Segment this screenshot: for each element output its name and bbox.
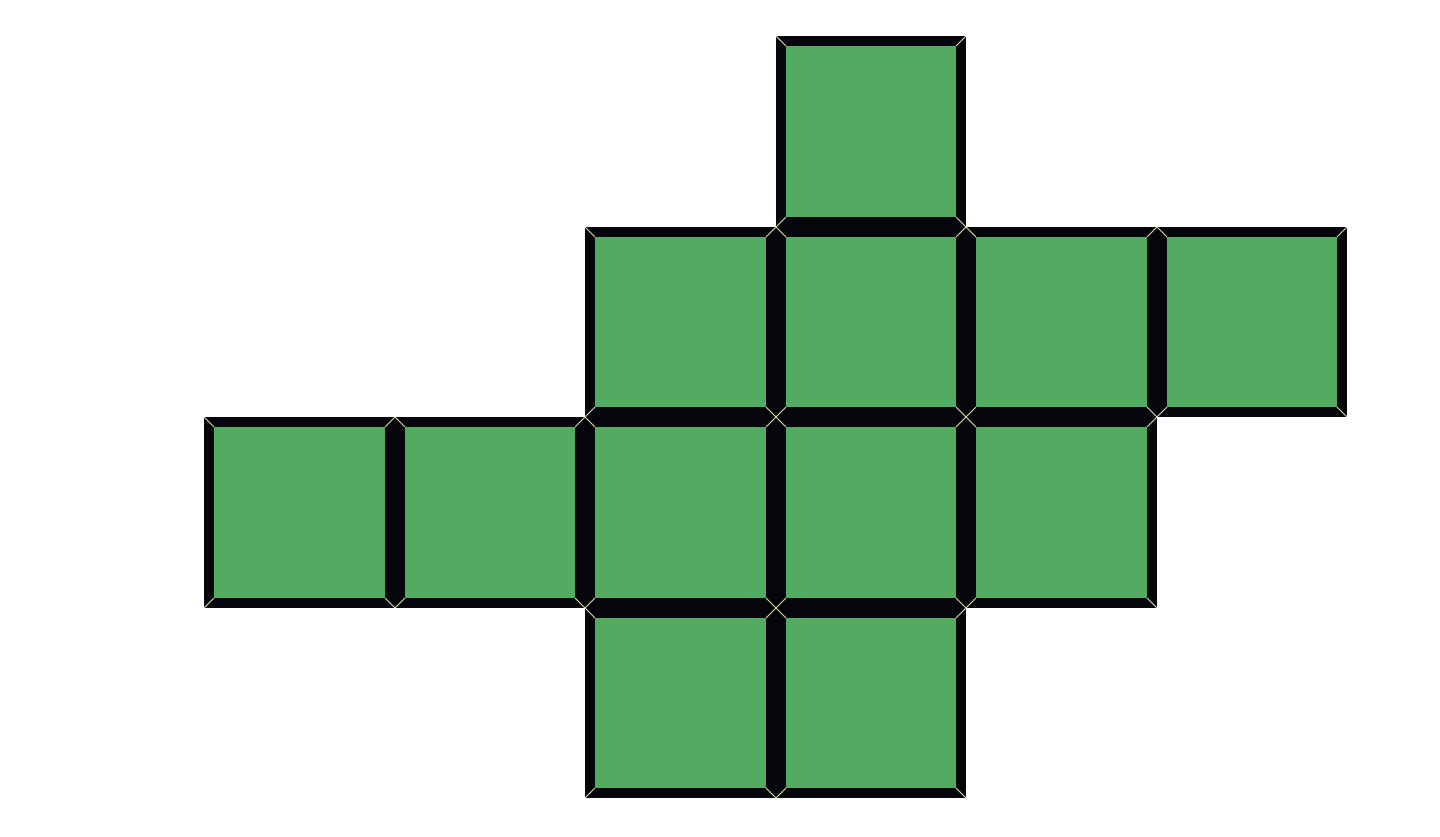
square-tile	[775, 35, 967, 228]
square-tile	[584, 416, 777, 609]
square-tile	[965, 416, 1158, 609]
bevel-lines	[584, 226, 777, 418]
square-tile	[394, 416, 586, 609]
bevel-lines	[775, 607, 967, 799]
square-tile	[965, 226, 1158, 418]
bevel-lines	[584, 416, 777, 609]
square-tile	[584, 607, 777, 799]
bevel-lines	[965, 416, 1158, 609]
bevel-lines	[775, 35, 967, 228]
bevel-lines	[775, 416, 967, 609]
bevel-lines	[1156, 226, 1348, 418]
square-tile	[775, 416, 967, 609]
square-tile	[203, 416, 396, 609]
square-tile	[584, 226, 777, 418]
bevel-lines	[584, 607, 777, 799]
square-tile	[775, 226, 967, 418]
square-tile	[1156, 226, 1348, 418]
square-tile	[775, 607, 967, 799]
bevel-lines	[394, 416, 586, 609]
bevel-lines	[203, 416, 396, 609]
bevel-lines	[965, 226, 1158, 418]
bevel-lines	[775, 226, 967, 418]
